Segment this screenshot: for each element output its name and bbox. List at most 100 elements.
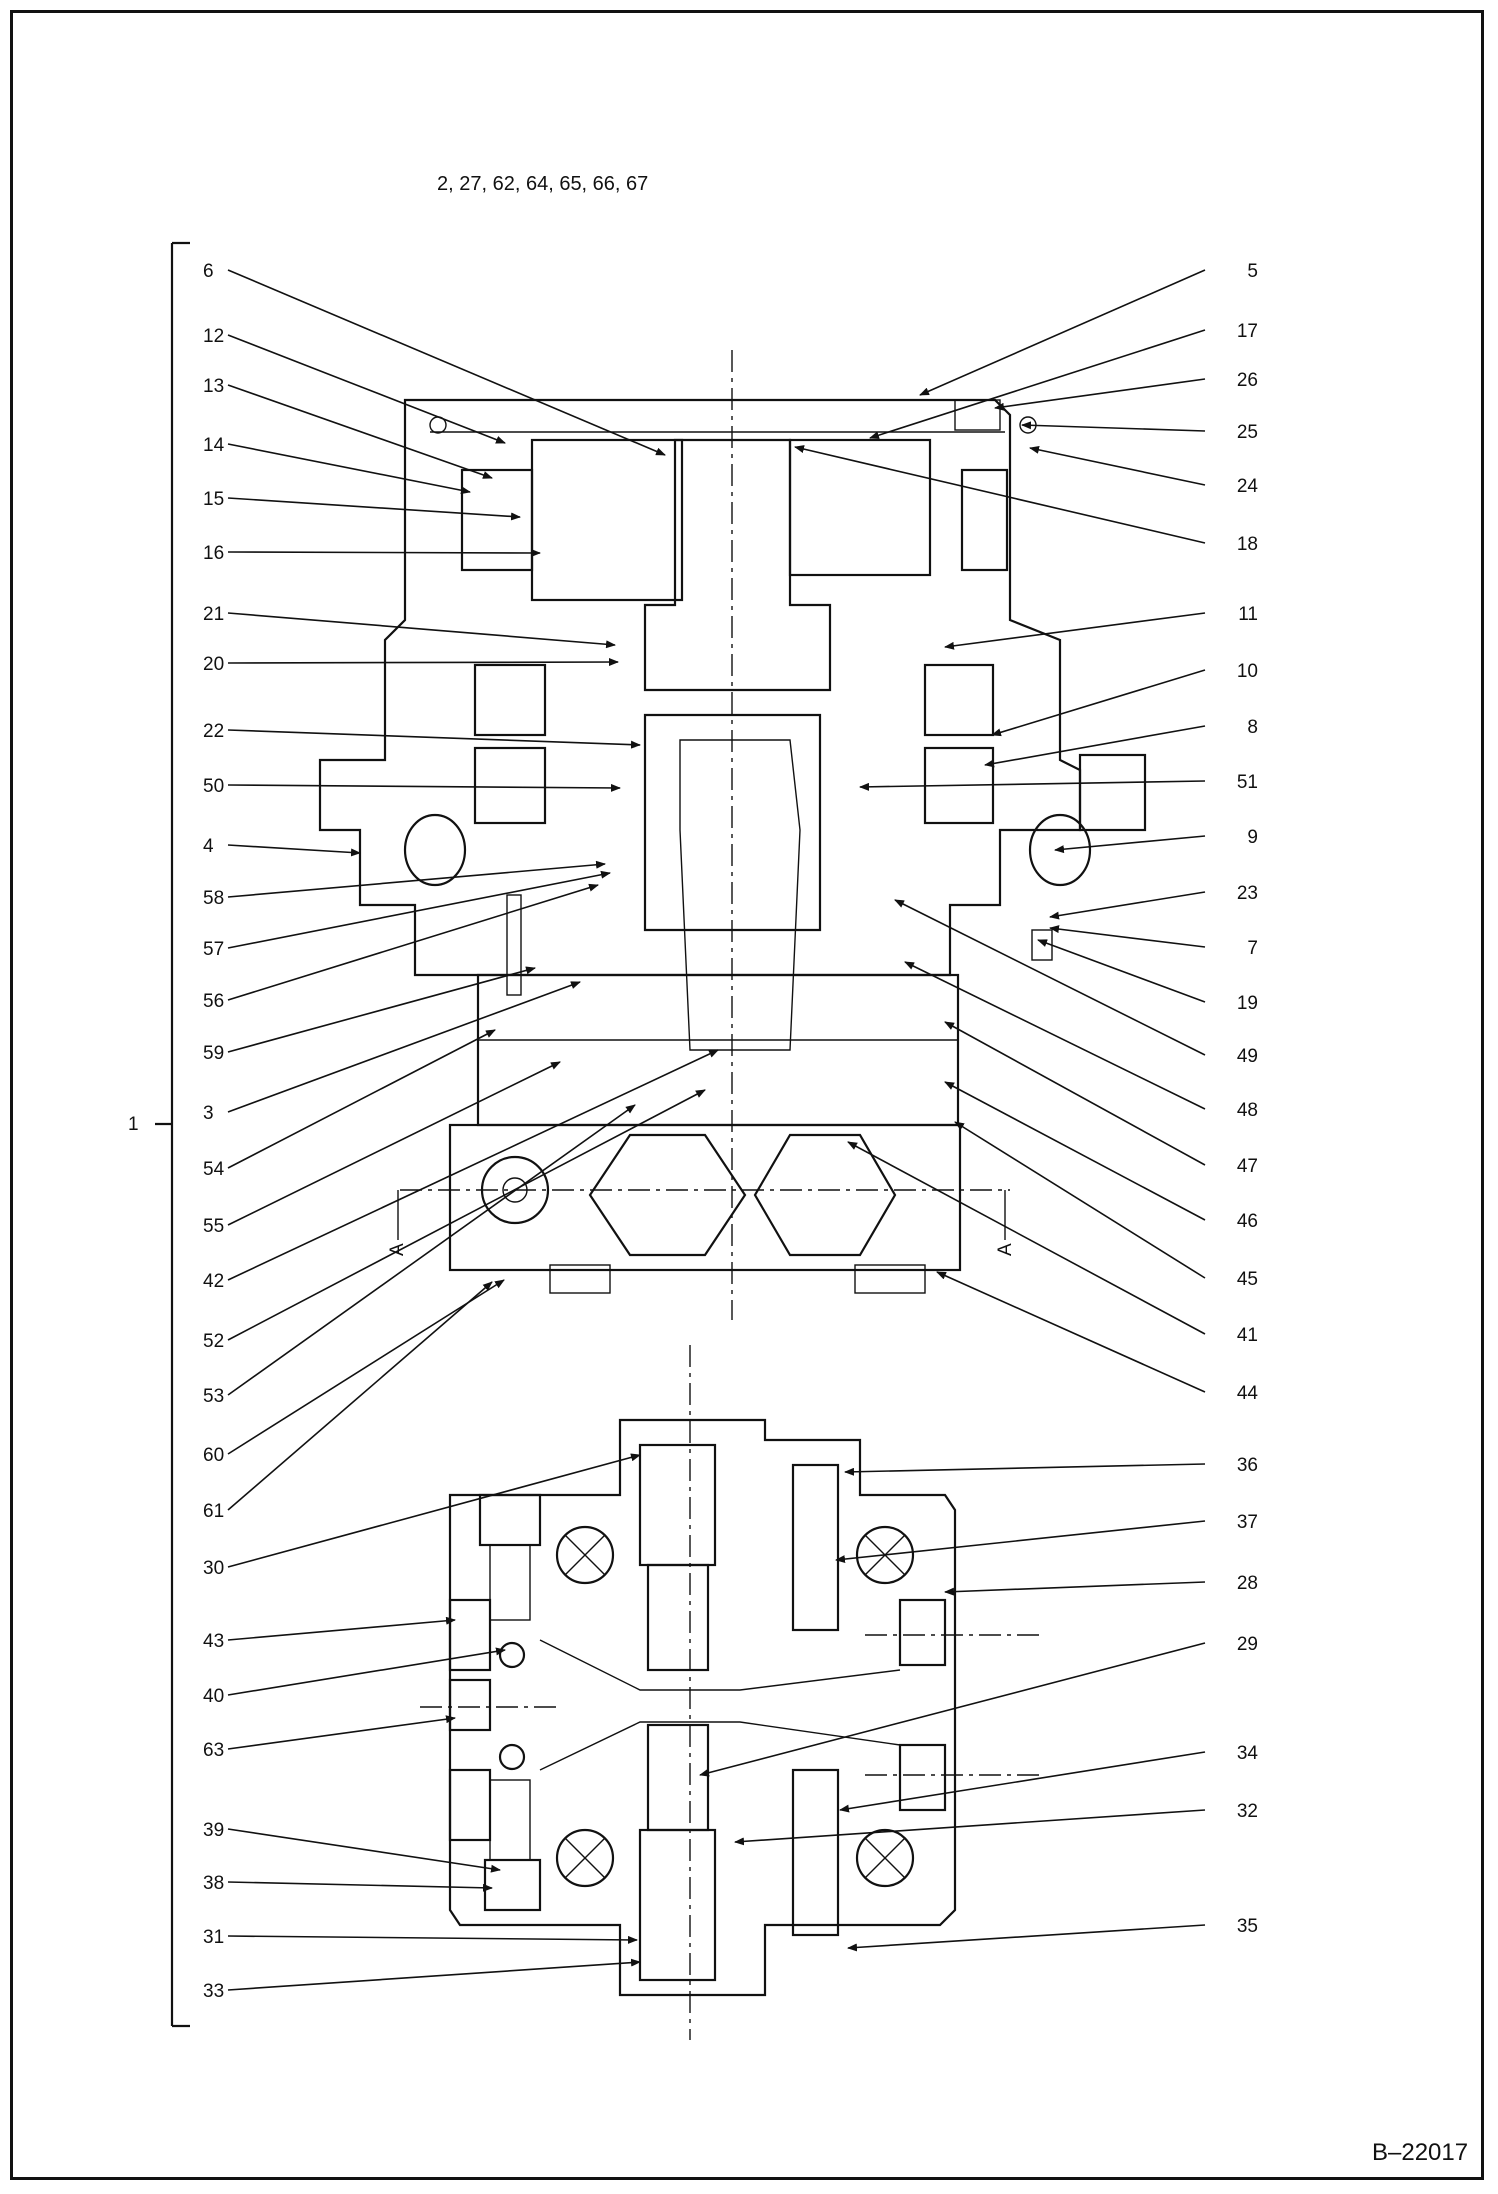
leader-line-left-24 bbox=[227, 1616, 456, 1641]
callout-right-17: 46 bbox=[1237, 1211, 1258, 1232]
callout-left-17: 55 bbox=[203, 1216, 224, 1237]
leader-line-left-15 bbox=[227, 981, 581, 1113]
leader-line-left-2 bbox=[227, 384, 493, 479]
callout-right-2: 26 bbox=[1237, 370, 1258, 391]
callout-left-9: 50 bbox=[203, 776, 224, 797]
leader-line-right-22 bbox=[835, 1520, 1206, 1564]
drawing-frame bbox=[10, 10, 1484, 2180]
callout-left-20: 53 bbox=[203, 1386, 224, 1407]
leader-line-right-9 bbox=[859, 780, 1206, 791]
callout-right-7: 10 bbox=[1237, 661, 1258, 682]
callout-right-19: 41 bbox=[1237, 1325, 1258, 1346]
callout-left-4: 15 bbox=[203, 489, 224, 510]
leader-line-left-7 bbox=[227, 658, 619, 667]
leader-line-right-12 bbox=[1049, 925, 1206, 948]
leader-line-left-11 bbox=[227, 860, 606, 898]
callout-right-15: 48 bbox=[1237, 1100, 1258, 1121]
leader-line-right-0 bbox=[919, 269, 1206, 396]
leader-line-right-23 bbox=[944, 1581, 1206, 1596]
leader-line-left-22 bbox=[227, 1281, 493, 1511]
leader-line-left-30 bbox=[227, 1958, 641, 1991]
callout-left-14: 59 bbox=[203, 1043, 224, 1064]
callout-left-27: 39 bbox=[203, 1820, 224, 1841]
callout-right-23: 28 bbox=[1237, 1573, 1258, 1594]
motor-cross-section bbox=[318, 350, 1147, 1320]
callout-left-8: 22 bbox=[203, 721, 224, 742]
leader-line-right-21 bbox=[844, 1463, 1206, 1476]
callout-left-18: 42 bbox=[203, 1271, 224, 1292]
leader-line-left-26 bbox=[227, 1715, 456, 1750]
leader-line-right-7 bbox=[991, 669, 1206, 737]
callout-left-19: 52 bbox=[203, 1331, 224, 1352]
header-parts-list: 2, 27, 62, 64, 65, 66, 67 bbox=[437, 173, 648, 195]
callout-left-25: 40 bbox=[203, 1686, 224, 1707]
callout-left-11: 58 bbox=[203, 888, 224, 909]
callout-layer: 6121314151621202250458575659354554252536… bbox=[203, 261, 1258, 2002]
callout-right-12: 7 bbox=[1247, 938, 1258, 959]
leader-line-left-3 bbox=[227, 443, 471, 495]
callout-right-11: 23 bbox=[1237, 883, 1258, 904]
callout-left-26: 63 bbox=[203, 1740, 224, 1761]
callout-left-24: 43 bbox=[203, 1631, 224, 1652]
callout-right-1: 17 bbox=[1237, 321, 1258, 342]
leader-line-right-26 bbox=[734, 1809, 1206, 1846]
leader-line-right-20 bbox=[936, 1271, 1206, 1393]
leader-line-left-1 bbox=[227, 334, 506, 444]
leader-line-left-6 bbox=[227, 612, 616, 649]
callout-right-22: 37 bbox=[1237, 1512, 1258, 1533]
callout-right-24: 29 bbox=[1237, 1634, 1258, 1655]
leader-line-left-4 bbox=[227, 497, 521, 521]
callout-left-6: 21 bbox=[203, 604, 224, 625]
callout-left-23: 30 bbox=[203, 1558, 224, 1579]
callout-left-10: 4 bbox=[203, 836, 214, 857]
leader-line-left-27 bbox=[227, 1828, 501, 1873]
callout-right-20: 44 bbox=[1237, 1383, 1259, 1404]
callout-left-22: 61 bbox=[203, 1501, 224, 1522]
leader-line-right-4 bbox=[1029, 445, 1206, 486]
callout-right-6: 11 bbox=[1238, 604, 1258, 625]
leader-line-left-8 bbox=[227, 729, 641, 749]
callout-left-13: 56 bbox=[203, 991, 224, 1012]
callout-left-16: 54 bbox=[203, 1159, 225, 1180]
leader-line-right-24 bbox=[699, 1642, 1206, 1777]
leader-line-left-13 bbox=[227, 883, 599, 1001]
leader-line-left-9 bbox=[227, 783, 621, 792]
callout-left-15: 3 bbox=[203, 1103, 214, 1124]
leader-line-right-25 bbox=[839, 1751, 1206, 1813]
callout-left-12: 57 bbox=[203, 939, 224, 960]
leader-line-right-11 bbox=[1049, 891, 1206, 920]
leader-line-left-10 bbox=[227, 844, 361, 857]
valve-section-aa bbox=[420, 1345, 1040, 2040]
callout-left-7: 20 bbox=[203, 654, 224, 675]
leader-line-right-14 bbox=[894, 899, 1206, 1056]
callout-right-21: 36 bbox=[1237, 1455, 1258, 1476]
leader-line-right-16 bbox=[944, 1021, 1206, 1166]
callout-right-0: 5 bbox=[1247, 261, 1258, 282]
leader-line-right-18 bbox=[954, 1121, 1206, 1279]
callout-left-3: 14 bbox=[203, 435, 225, 456]
callout-right-3: 25 bbox=[1237, 422, 1258, 443]
leader-line-right-8 bbox=[984, 725, 1206, 768]
leader-line-right-27 bbox=[847, 1924, 1206, 1952]
callout-right-25: 34 bbox=[1237, 1743, 1259, 1764]
callout-left-5: 16 bbox=[203, 543, 224, 564]
callout-right-10: 9 bbox=[1247, 827, 1258, 848]
assembly-bracket bbox=[155, 241, 190, 2028]
leader-line-right-17 bbox=[944, 1081, 1206, 1221]
leader-line-left-19 bbox=[227, 1089, 706, 1341]
callout-right-8: 8 bbox=[1247, 717, 1258, 738]
leader-line-left-25 bbox=[227, 1647, 506, 1696]
callout-left-2: 13 bbox=[203, 376, 224, 397]
callout-left-28: 38 bbox=[203, 1873, 224, 1894]
callout-right-14: 49 bbox=[1237, 1046, 1258, 1067]
leader-line-left-21 bbox=[227, 1279, 505, 1455]
callout-left-29: 31 bbox=[203, 1927, 224, 1948]
callout-right-9: 51 bbox=[1237, 772, 1258, 793]
leader-line-right-10 bbox=[1054, 835, 1206, 854]
leader-line-left-14 bbox=[227, 966, 536, 1053]
leader-line-left-12 bbox=[227, 870, 611, 949]
bracket-label: 1 bbox=[128, 1114, 139, 1135]
callout-right-4: 24 bbox=[1237, 476, 1259, 497]
callout-left-21: 60 bbox=[203, 1445, 224, 1466]
